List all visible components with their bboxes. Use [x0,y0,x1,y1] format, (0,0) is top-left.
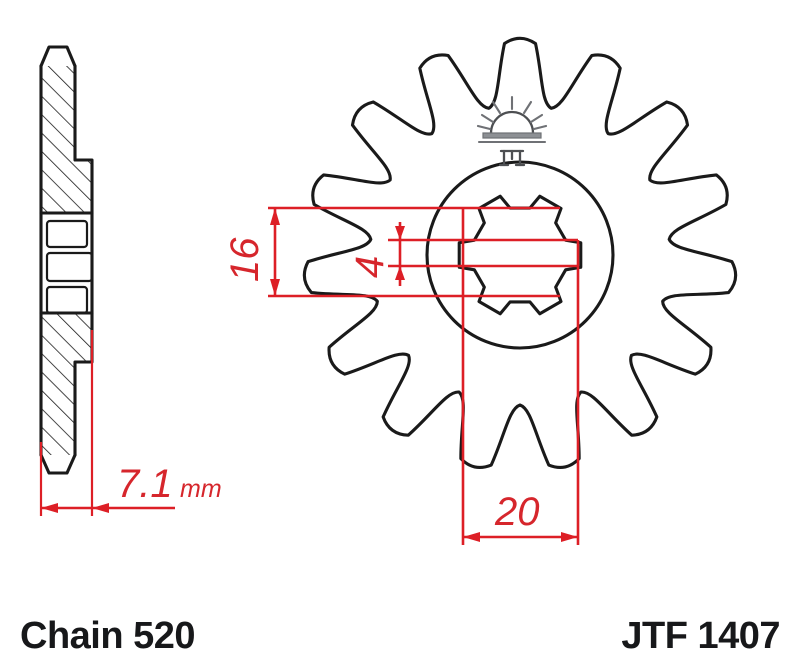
dim20-arrow-left [463,532,480,542]
dim16-arrow-bottom [270,279,280,296]
section-step-profile-upper [73,64,94,215]
jt-sunrise-logo [476,95,548,167]
sprocket-tooth-profile [302,36,738,470]
section-bottom-tip [39,453,77,475]
dim4-arrow-bottom [395,266,405,280]
sprocket-body [302,36,738,470]
thickness-value: 7.1 [117,462,173,506]
dimension-spline-16: 16 [223,206,560,298]
dimension-thickness: 7.1 mm [39,330,222,516]
dim20-arrow-right [561,532,578,542]
dim4-value: 4 [348,256,392,278]
thickness-arrow-left [41,503,58,513]
dimension-bore-20: 20 [461,208,580,545]
dim16-arrow-top [270,208,280,225]
section-top-tip [39,45,77,68]
jt-monogram [498,149,526,167]
side-section-view [39,45,94,475]
dim20-value: 20 [494,490,540,534]
hub-circle [425,160,615,350]
section-spline-pockets [45,219,94,315]
dim16-value: 16 [223,237,267,282]
section-upper-hatch [41,66,92,213]
part-number-label: JTF 1407 [621,615,780,657]
section-lower-hatch [41,313,92,455]
dim4-arrow-top [395,226,405,240]
chain-label: Chain 520 [20,615,195,657]
dimension-spline-depth-4: 4 [348,222,578,286]
thickness-unit: mm [180,475,222,503]
thickness-arrow-right [92,503,109,513]
